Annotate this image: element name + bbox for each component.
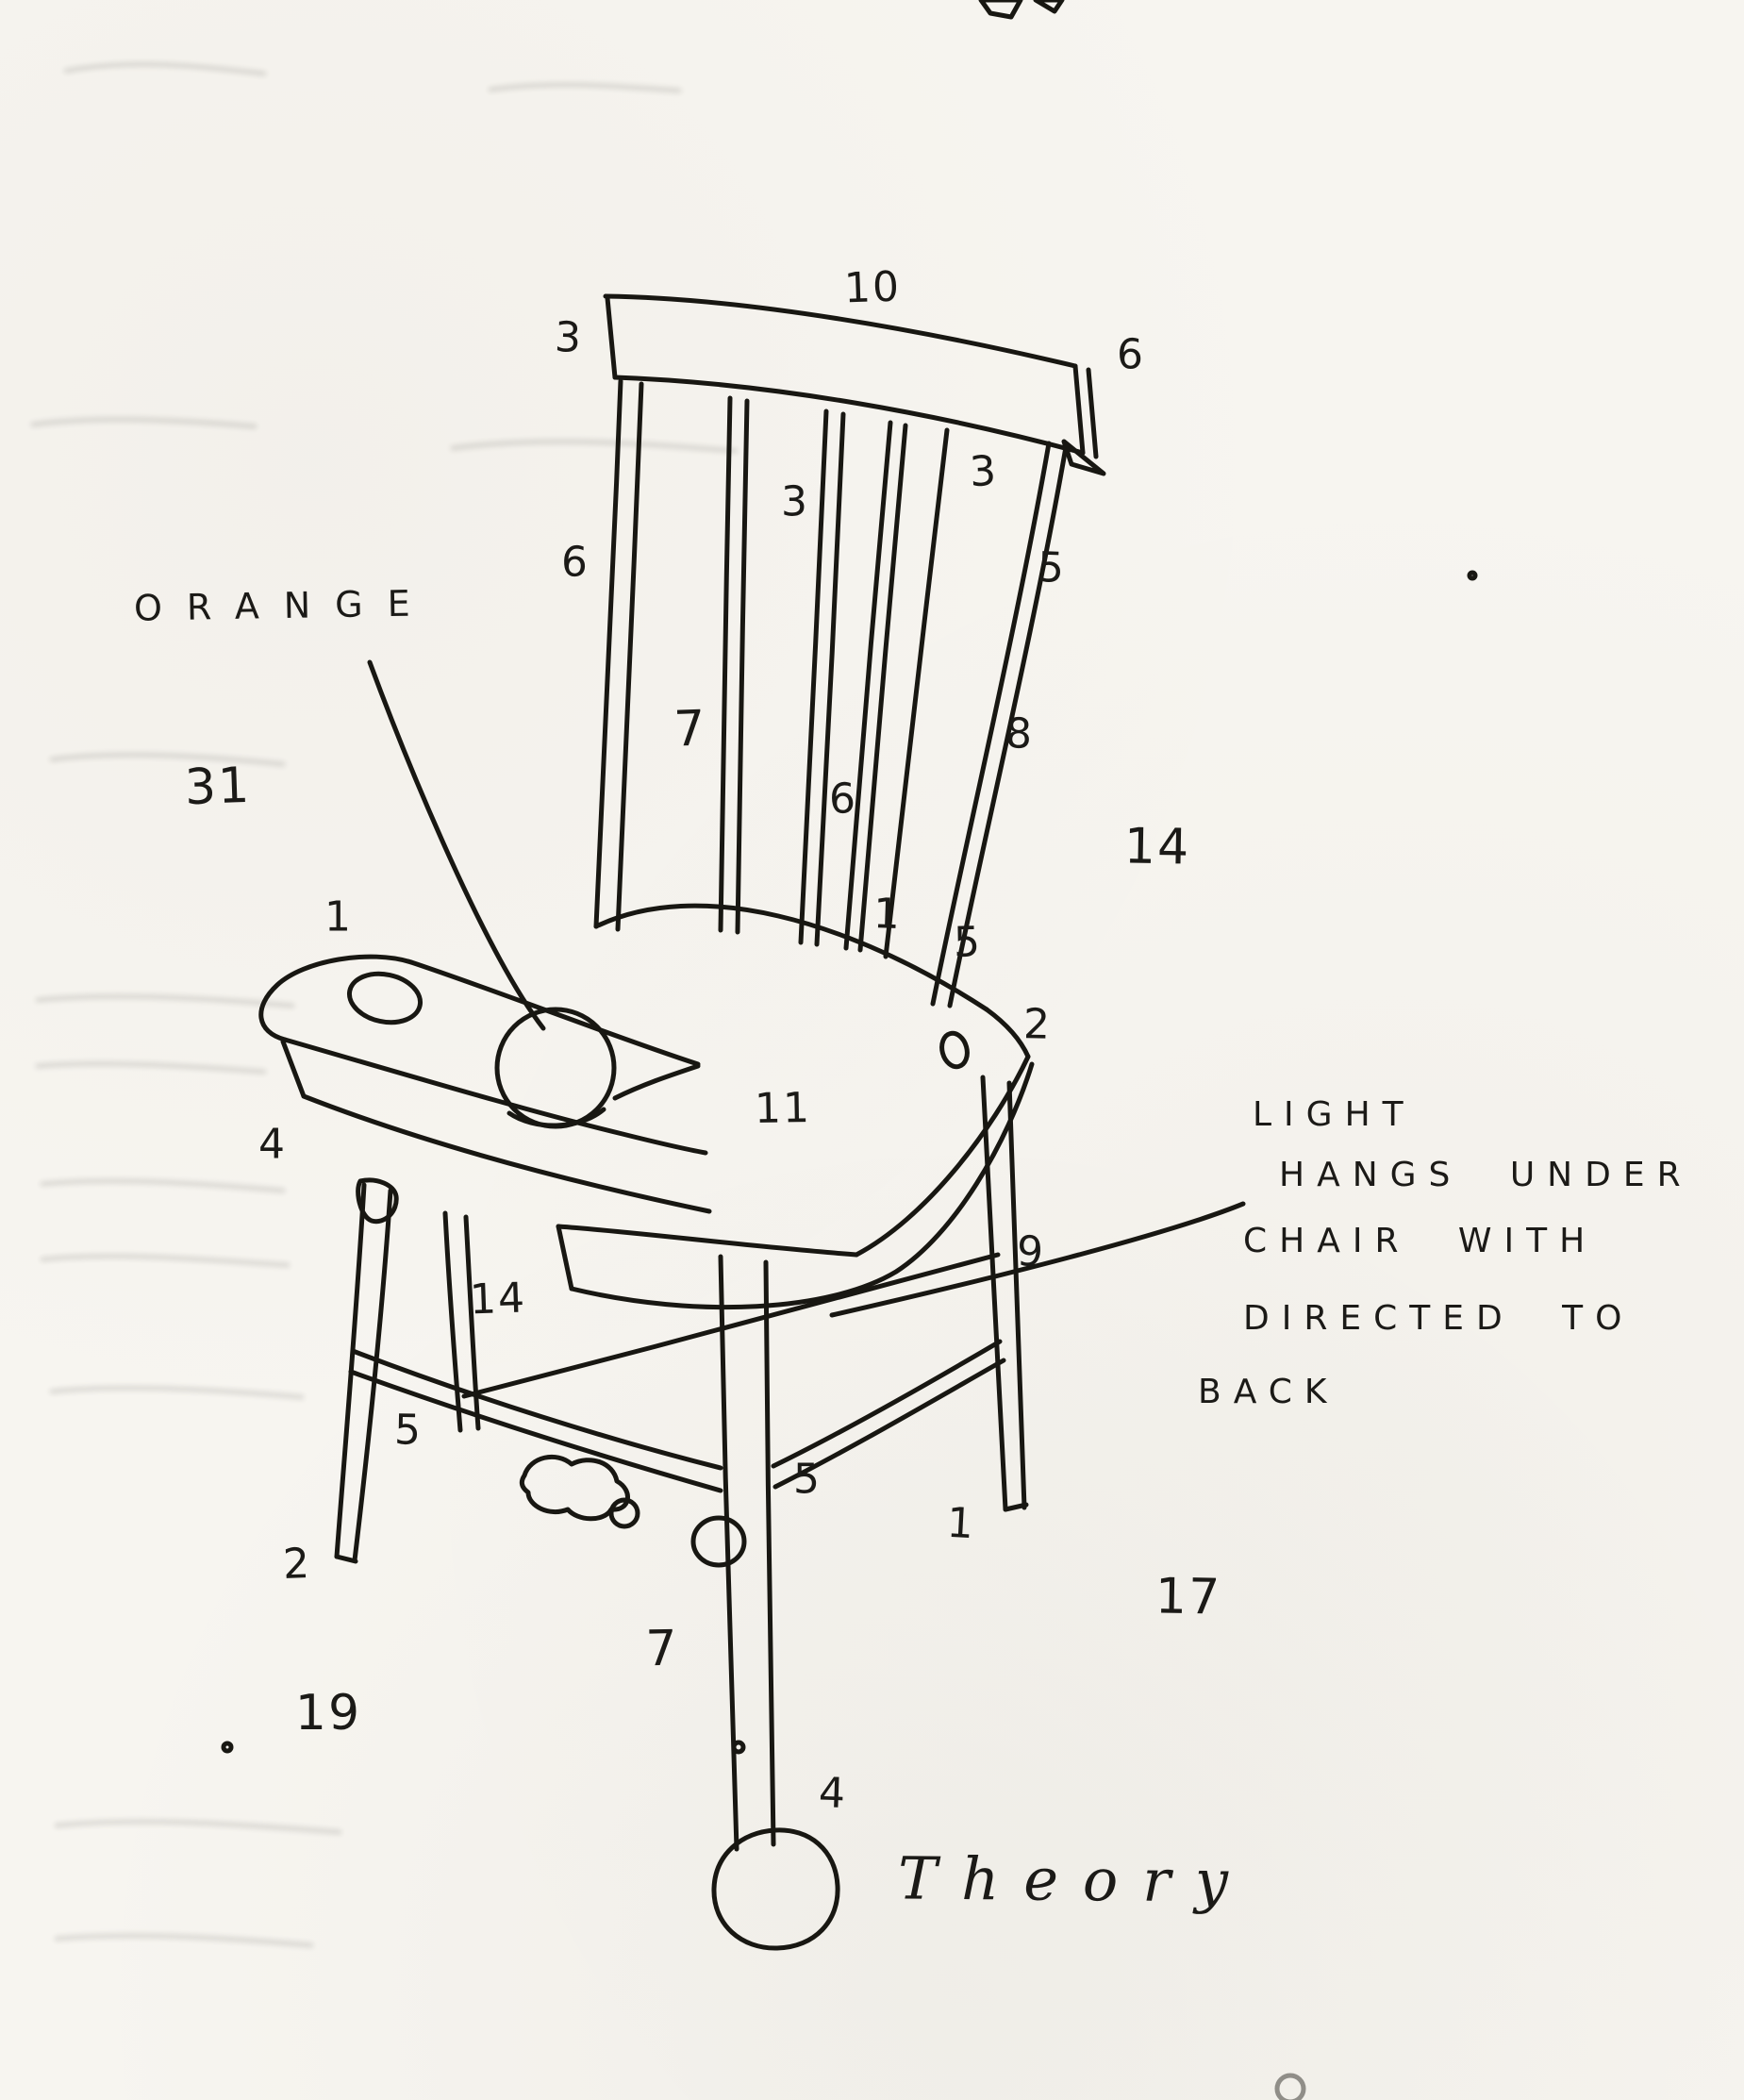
annotation-number: 5 <box>393 1406 424 1455</box>
top-edge-mark <box>978 0 1023 20</box>
leg-ink-dot <box>731 1740 746 1755</box>
annotation-number: 4 <box>258 1120 287 1169</box>
ink-speck <box>1467 570 1478 581</box>
annotation-number: 3 <box>968 446 1000 497</box>
annotation-number: 6 <box>828 775 858 824</box>
light-pointer-line <box>829 1201 1246 1318</box>
ghost-writing <box>30 61 739 1948</box>
annotation-number: 2 <box>1022 1000 1053 1049</box>
light-note-line: HANGS UNDER <box>1279 1156 1693 1194</box>
annotation-number: 14 <box>1123 818 1191 876</box>
seat-knot-detail <box>939 1030 970 1070</box>
annotation-number: 3 <box>781 477 809 526</box>
annotation-number: 2 <box>282 1539 312 1590</box>
tablet-arm <box>258 954 712 1225</box>
annotation-number: 31 <box>183 757 253 817</box>
annotation-number: 1 <box>872 889 903 940</box>
large-ink-blot <box>711 1827 840 1951</box>
light-note-line: DIRECTED TO <box>1243 1299 1635 1338</box>
annotation-number: 5 <box>793 1455 822 1504</box>
annotation-number: 7 <box>644 1620 680 1678</box>
orange-label: ORANGE <box>133 582 436 629</box>
annotation-number: 17 <box>1154 1568 1222 1626</box>
annotation-number: 1 <box>945 1498 977 1549</box>
stretchers <box>348 1252 1006 1493</box>
legs <box>334 1075 1029 1852</box>
theory-label: Theory <box>897 1843 1254 1916</box>
top-edge-mark <box>1033 0 1065 14</box>
annotation-number: 8 <box>1005 709 1035 758</box>
light-note: LIGHT HANGS UNDER CHAIR WITH DIRECTED TO… <box>1198 1085 1693 1423</box>
annotation-number: 19 <box>294 1685 362 1742</box>
annotation-number: 9 <box>1016 1226 1046 1277</box>
annotation-number: 5 <box>953 918 983 967</box>
orange-fruit <box>494 1007 617 1129</box>
seat <box>556 903 1035 1310</box>
ink-speck <box>221 1741 234 1754</box>
tablet-hand-loop <box>346 971 424 1025</box>
annotation-number: 3 <box>554 312 584 363</box>
medium-ink-blot <box>690 1515 747 1568</box>
light-note-line: BACK <box>1198 1373 1339 1411</box>
light-note-line: CHAIR WITH <box>1243 1222 1598 1260</box>
back-spindles <box>593 378 1069 1008</box>
crest-rail <box>603 293 1106 476</box>
annotation-number: 11 <box>754 1083 812 1134</box>
annotation-number: 5 <box>1037 542 1067 593</box>
annotation-number: 4 <box>818 1768 848 1819</box>
annotation-number: 7 <box>673 700 708 758</box>
ink-blots <box>221 0 1478 2100</box>
orange-pointer-line <box>367 659 546 1031</box>
annotation-number: 1 <box>324 892 353 942</box>
light-note-line: LIGHT <box>1253 1095 1416 1134</box>
corner-smudge <box>1274 2073 1306 2100</box>
annotation-number: 6 <box>1117 330 1145 379</box>
annotation-number: 10 <box>843 262 902 313</box>
annotation-number: 14 <box>469 1274 527 1325</box>
annotation-number: 6 <box>560 537 590 588</box>
